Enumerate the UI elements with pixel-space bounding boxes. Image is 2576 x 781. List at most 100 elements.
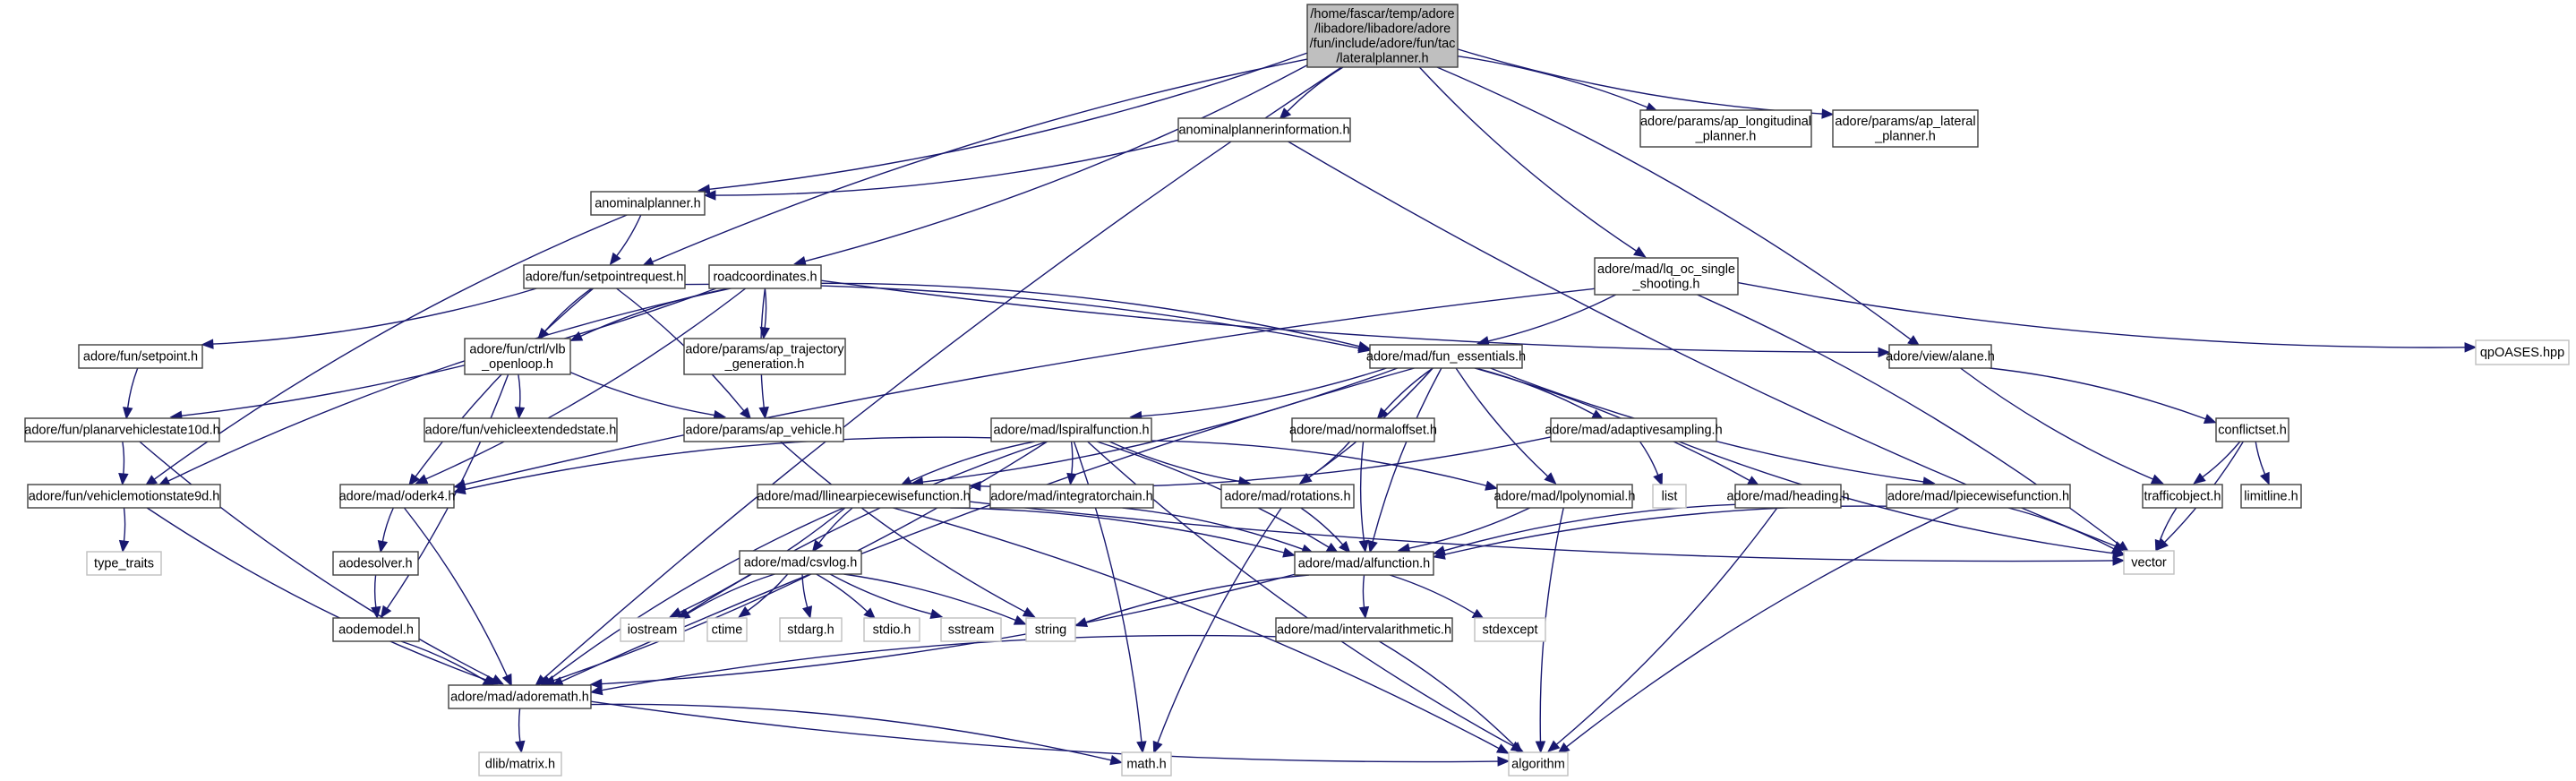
node-intervalarithmetic[interactable]: adore/mad/intervalarithmetic.h	[1275, 617, 1453, 642]
edge-heading-to-alfunction	[1443, 503, 1736, 552]
node-box[interactable]	[332, 617, 420, 642]
edge-planarvehiclestate10d-to-adoremath	[139, 441, 494, 680]
node-box[interactable]	[1594, 257, 1739, 296]
node-box[interactable]	[2215, 417, 2289, 442]
node-box[interactable]	[1734, 484, 1842, 509]
node-setpointrequest[interactable]: adore/fun/setpointrequest.h	[523, 264, 686, 289]
node-box[interactable]	[1888, 344, 1992, 369]
arrowhead-icon	[1878, 347, 1891, 358]
node-box[interactable]	[332, 551, 419, 576]
node-box[interactable]	[24, 417, 220, 442]
node-label: adore/mad/integratorchain.h	[990, 490, 1152, 504]
node-label: adore/mad/heading.h	[1726, 490, 1849, 504]
node-lq_oc[interactable]: adore/mad/lq_oc_single_shooting.h	[1594, 257, 1739, 296]
node-vehiclemotionstate9d[interactable]: adore/fun/vehiclemotionstate9d.h	[27, 484, 221, 509]
node-box[interactable]	[1369, 344, 1523, 369]
node-fun_essentials[interactable]: adore/mad/fun_essentials.h	[1366, 344, 1526, 369]
node-box[interactable]	[2142, 484, 2223, 509]
node-box[interactable]	[448, 684, 592, 709]
node-label: _shooting.h	[1632, 277, 1700, 291]
arrowhead-icon	[863, 607, 877, 620]
node-label: ctime	[712, 623, 743, 638]
node-box[interactable]	[424, 417, 618, 442]
arrowhead-icon	[1821, 108, 1835, 119]
edge-normaloffset-to-alfunction	[1359, 441, 1365, 542]
node-box[interactable]	[1294, 551, 1434, 576]
node-aodesolver[interactable]: aodesolver.h	[332, 551, 419, 576]
node-box[interactable]	[1220, 484, 1355, 509]
arrowhead-icon	[703, 190, 716, 201]
node-normaloffset[interactable]: adore/mad/normaloffset.h	[1289, 417, 1437, 442]
node-label: adore/mad/adaptivesampling.h	[1545, 424, 1722, 438]
node-box[interactable]	[27, 484, 221, 509]
node-ap_trajectory[interactable]: adore/params/ap_trajectory_generation.h	[683, 338, 846, 375]
node-alfunction[interactable]: adore/mad/alfunction.h	[1294, 551, 1434, 576]
edges-layer	[118, 48, 2478, 767]
node-setpoint[interactable]: adore/fun/setpoint.h	[78, 344, 203, 369]
node-box[interactable]	[1275, 617, 1453, 642]
node-label: anominalplannerinformation.h	[1178, 124, 1349, 138]
node-ap_longitudinal[interactable]: adore/params/ap_longitudinal_planner.h	[1639, 109, 1812, 148]
node-box[interactable]	[683, 338, 846, 375]
node-box[interactable]	[989, 484, 1154, 509]
node-label: algorithm	[1511, 758, 1565, 772]
node-vehicleextendedstate[interactable]: adore/fun/vehicleextendedstate.h	[424, 417, 618, 442]
node-box[interactable]	[464, 338, 571, 375]
edge-lspiralfunction-to-iostream	[686, 441, 1048, 614]
node-box[interactable]	[757, 484, 971, 509]
node-csvlog[interactable]: adore/mad/csvlog.h	[739, 550, 862, 575]
node-box[interactable]	[1886, 484, 2071, 509]
node-ap_lateral[interactable]: adore/params/ap_lateral_planner.h	[1832, 109, 1979, 148]
node-box[interactable]	[339, 484, 455, 509]
edge-integratorchain-to-alfunction	[1122, 507, 1304, 550]
node-heading[interactable]: adore/mad/heading.h	[1726, 484, 1850, 509]
node-adoremath[interactable]: adore/mad/adoremath.h	[448, 684, 592, 709]
node-aodemodel[interactable]: aodemodel.h	[332, 617, 420, 642]
node-root[interactable]: /home/fascar/temp/adore/libadore/libador…	[1306, 4, 1459, 68]
node-box[interactable]	[990, 417, 1152, 442]
node-box[interactable]	[523, 264, 686, 289]
node-anominalplanner[interactable]: anominalplanner.h	[590, 191, 706, 216]
node-ap_vehicle[interactable]: adore/params/ap_vehicle.h	[683, 417, 844, 442]
node-alane[interactable]: adore/view/alane.h	[1886, 344, 1995, 369]
arrowhead-icon	[1357, 340, 1372, 352]
node-vlb_openloop[interactable]: adore/fun/ctrl/vlb_openloop.h	[464, 338, 571, 375]
node-roadcoordinates[interactable]: roadcoordinates.h	[708, 264, 822, 289]
node-box[interactable]	[1291, 417, 1435, 442]
node-algorithm: algorithm	[1508, 751, 1569, 777]
node-adaptivesampling[interactable]: adore/mad/adaptivesampling.h	[1545, 417, 1723, 442]
edge-rotations-to-alfunction	[1300, 507, 1344, 545]
node-list: list	[1652, 484, 1687, 509]
node-label: adore/mad/llinearpiecewisefunction.h	[757, 490, 971, 504]
node-trafficobject[interactable]: trafficobject.h	[2142, 484, 2223, 509]
node-oderk4[interactable]: adore/mad/oderk4.h	[339, 484, 456, 509]
node-box[interactable]	[1496, 484, 1633, 509]
node-conflictset[interactable]: conflictset.h	[2215, 417, 2289, 442]
node-box[interactable]	[1306, 4, 1459, 68]
node-box[interactable]	[78, 344, 203, 369]
node-box[interactable]	[1832, 109, 1979, 148]
edge-lpiecewisefunction-to-vector	[2007, 507, 2115, 550]
edge-fun_essentials-to-lpolynomial	[1455, 367, 1549, 477]
node-limitline[interactable]: limitline.h	[2240, 484, 2302, 509]
node-box[interactable]	[1639, 109, 1812, 148]
node-anominalplannerinformation[interactable]: anominalplannerinformation.h	[1177, 117, 1351, 142]
node-box[interactable]	[739, 550, 862, 575]
node-rotations[interactable]: adore/mad/rotations.h	[1220, 484, 1355, 509]
node-box[interactable]	[708, 264, 822, 289]
node-planarvehiclestate10d[interactable]: adore/fun/planarvehiclestate10d.h	[24, 417, 220, 442]
arrowhead-icon	[1358, 539, 1369, 554]
node-lspiralfunction[interactable]: adore/mad/lspiralfunction.h	[990, 417, 1152, 442]
node-box[interactable]	[590, 191, 706, 216]
node-integratorchain[interactable]: adore/mad/integratorchain.h	[989, 484, 1154, 509]
node-box[interactable]	[2240, 484, 2302, 509]
node-box[interactable]	[1177, 117, 1351, 142]
node-lpolynomial[interactable]: adore/mad/lpolynomial.h	[1494, 484, 1636, 509]
node-label: iostream	[628, 623, 678, 638]
node-box[interactable]	[1550, 417, 1717, 442]
node-label: adore/mad/lpiecewisefunction.h	[1887, 490, 2069, 504]
edge-alane-to-conflictset	[1990, 367, 2206, 420]
node-llinearpiecewisefunction[interactable]: adore/mad/llinearpiecewisefunction.h	[757, 484, 971, 509]
node-lpiecewisefunction[interactable]: adore/mad/lpiecewisefunction.h	[1886, 484, 2071, 509]
node-box[interactable]	[683, 417, 844, 442]
